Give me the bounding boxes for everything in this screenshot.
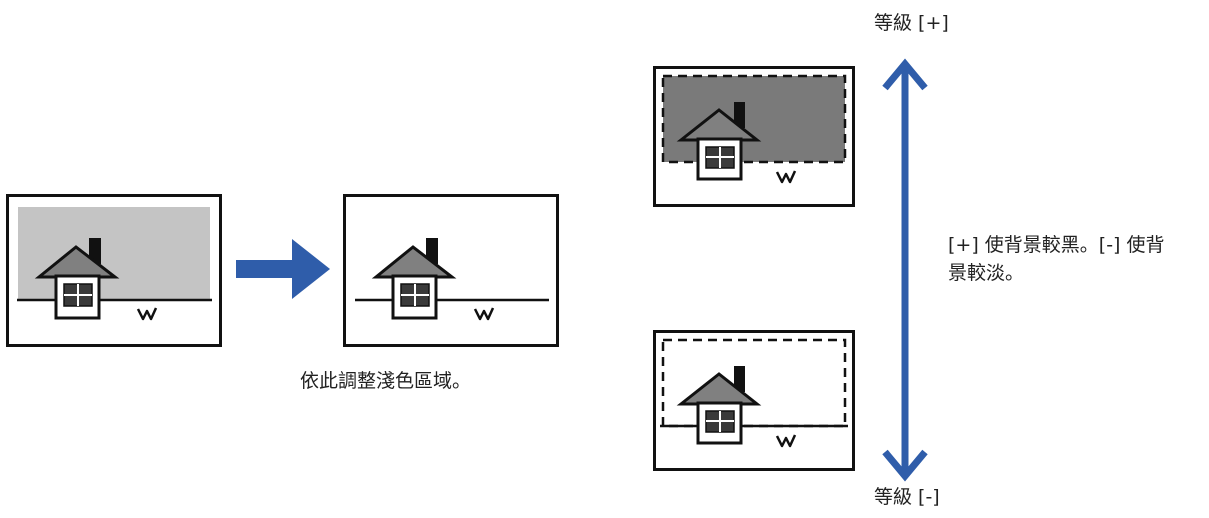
- house-icon: [34, 238, 120, 320]
- level-minus-label: 等級 [-]: [874, 486, 940, 508]
- grass-icon: [136, 307, 158, 321]
- level-plus-image-panel: [653, 66, 855, 207]
- grass-icon: [775, 434, 797, 448]
- house-icon: [676, 102, 762, 181]
- level-minus-image-panel: [653, 330, 855, 471]
- adjust-light-area-caption: 依此調整淺色區域。: [300, 370, 472, 392]
- explanation-line-1: [+] 使背景較黑。[-] 使背: [948, 234, 1165, 256]
- adjusted-image-illustration: [355, 238, 549, 321]
- grass-icon: [473, 307, 495, 321]
- double-headed-vertical-arrow-icon: [882, 58, 928, 482]
- level-minus-illustration: [660, 338, 848, 448]
- house-icon: [371, 238, 457, 320]
- house-icon: [676, 366, 762, 445]
- original-image-panel: [6, 194, 222, 347]
- right-arrow-icon: [236, 239, 330, 299]
- level-plus-illustration: [661, 74, 847, 184]
- dark-background-area: [663, 76, 845, 162]
- grass-icon: [775, 170, 797, 184]
- original-image-illustration: [17, 207, 212, 321]
- explanation-line-2: 景較淡。: [948, 261, 1025, 284]
- adjusted-image-panel: [343, 194, 559, 347]
- level-plus-label: 等級 [+]: [874, 12, 949, 34]
- light-background-area: [18, 207, 210, 300]
- explanation-text: [+] 使背景較黑。[-] 使背 景較淡。: [948, 232, 1165, 287]
